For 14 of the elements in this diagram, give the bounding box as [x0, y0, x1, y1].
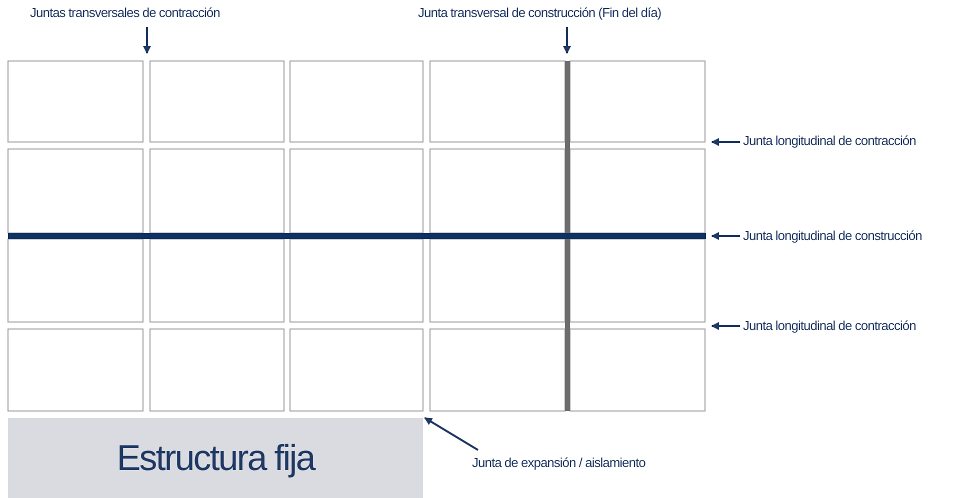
callout-label: Junta transversal de construcción (Fin del día): [418, 5, 662, 20]
callout-label: Junta longitudinal de contracción: [743, 133, 916, 148]
arrow: [711, 138, 740, 146]
callout-label: Juntas transversales de contracción: [30, 5, 220, 20]
callout-label: Junta de expansión / aislamiento: [472, 455, 646, 470]
block-label: Estructura fija: [116, 437, 314, 479]
arrow: [424, 417, 479, 451]
callout-label: Junta longitudinal de contracción: [743, 318, 916, 333]
arrow: [711, 232, 740, 240]
arrow: [711, 322, 740, 330]
callout-label: Junta longitudinal de construcción: [743, 228, 922, 243]
arrow: [563, 27, 571, 54]
fixed-structure-block: [8, 418, 423, 498]
arrow: [143, 27, 151, 54]
